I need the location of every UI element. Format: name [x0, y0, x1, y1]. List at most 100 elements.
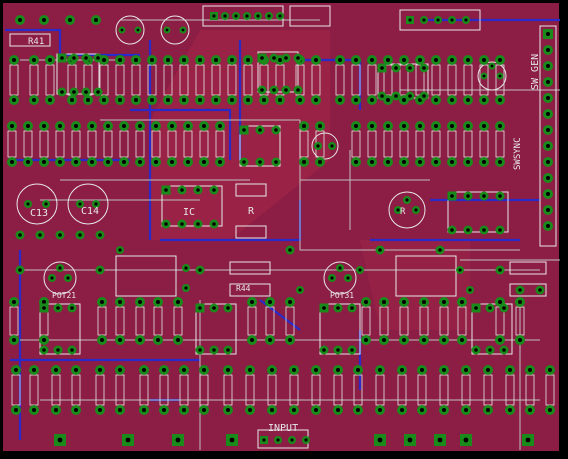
pad-drill [442, 338, 446, 342]
pad-drill [134, 58, 138, 62]
pad-drill [134, 98, 138, 102]
pad-drill [396, 208, 400, 212]
pad-drill [202, 160, 206, 164]
pad-drill [382, 338, 386, 342]
pad-drill [26, 124, 30, 128]
pad-drill [182, 408, 186, 412]
pad-drill [350, 306, 354, 310]
pad-drill [260, 88, 264, 92]
pad-drill [198, 268, 202, 272]
pad-drill [314, 98, 318, 102]
pad-drill [165, 28, 169, 32]
ic-outline [161, 185, 223, 227]
pad-drill [463, 437, 469, 443]
pad-drill [518, 288, 522, 292]
pad-drill [400, 368, 404, 372]
pad-drill [154, 124, 158, 128]
pad-drill [258, 160, 262, 164]
pad-drill [198, 306, 202, 310]
pad-drill [248, 408, 252, 412]
pad-drill [142, 368, 146, 372]
pad-drill [394, 94, 398, 98]
pad-drill [66, 276, 70, 280]
pad-drill [202, 408, 206, 412]
pad-drill [336, 348, 340, 352]
pad-drill [118, 248, 122, 252]
potentiometer-outline [115, 255, 177, 297]
pad-drill [70, 348, 74, 352]
pad-drill [450, 18, 454, 22]
pad-drill [434, 58, 438, 62]
pad-drill [370, 124, 374, 128]
pad-drill [316, 144, 320, 148]
pad-drill [60, 56, 64, 60]
pad-drill [42, 348, 46, 352]
pad-drill [318, 160, 322, 164]
pad-drill [68, 18, 72, 22]
pad-drill [330, 144, 334, 148]
pad-drill [276, 438, 280, 442]
trace-bottom-layer [130, 108, 232, 160]
pad-drill [180, 188, 184, 192]
pad-drill [298, 98, 302, 102]
pad-drill [450, 228, 454, 232]
pad-drill [458, 268, 462, 272]
pad-drill [278, 14, 282, 18]
pad-drill [54, 408, 58, 412]
pad-drill [486, 408, 490, 412]
pad-drill [268, 338, 272, 342]
pad-drill [546, 96, 550, 100]
pad-drill [246, 58, 250, 62]
pad-drill [42, 306, 46, 310]
pad-drill [56, 348, 60, 352]
pad-drill [502, 306, 506, 310]
pad-drill [407, 437, 413, 443]
pad-drill [226, 306, 230, 310]
pad-drill [84, 56, 88, 60]
pad-drill [296, 56, 300, 60]
pad-drill [74, 408, 78, 412]
pad-drill [482, 98, 486, 102]
pad-drill [166, 98, 170, 102]
trimmer-outline [43, 261, 77, 295]
potentiometer-outline [395, 255, 457, 297]
pad-drill [482, 160, 486, 164]
pad-drill [422, 300, 426, 304]
pad-drill [354, 98, 358, 102]
pad-drill [296, 88, 300, 92]
pad-drill [74, 124, 78, 128]
pad-drill [474, 348, 478, 352]
ic-outline [447, 191, 509, 233]
pad-drill [405, 198, 409, 202]
pad-drill [336, 306, 340, 310]
pad-drill [290, 438, 294, 442]
pad-drill [26, 160, 30, 164]
pad-drill [42, 18, 46, 22]
pad-drill [212, 306, 216, 310]
pad-drill [156, 338, 160, 342]
pad-drill [18, 268, 22, 272]
pad-drill [354, 124, 358, 128]
pad-drill [466, 98, 470, 102]
pad-drill [234, 14, 238, 18]
pad-drill [538, 288, 542, 292]
pad-drill [338, 58, 342, 62]
pad-drill [166, 58, 170, 62]
pad-drill [350, 348, 354, 352]
pad-drill [498, 74, 502, 78]
trimmer-outline [160, 15, 190, 45]
label-c14: C14 [81, 206, 99, 217]
pad-drill [314, 58, 318, 62]
label-r-mid: R [248, 206, 255, 217]
pad-drill [336, 368, 340, 372]
pad-drill [414, 208, 418, 212]
pad-drill [12, 300, 16, 304]
pad-drill [184, 266, 188, 270]
pad-drill [42, 160, 46, 164]
trimmer-outline [477, 61, 507, 91]
pad-drill [378, 408, 382, 412]
pad-drill [94, 18, 98, 22]
pad-drill [466, 124, 470, 128]
